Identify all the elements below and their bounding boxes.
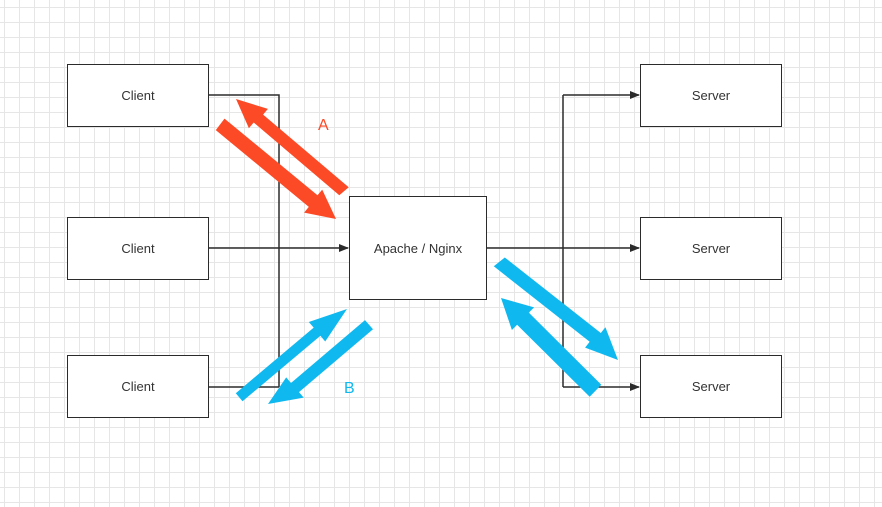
connector-client-1 (208, 94, 280, 387)
proxy-box: Apache / Nginx (349, 196, 487, 300)
client-label: Client (121, 241, 155, 256)
flow-a-label: A (318, 117, 329, 134)
flow-b-label: B (344, 380, 355, 397)
server-box-3: Server (640, 355, 782, 418)
flow-a-arrow-response (236, 99, 349, 196)
client-box-1: Client (67, 64, 209, 127)
server-connectors (486, 91, 640, 391)
server-label: Server (691, 241, 731, 256)
flow-a-arrows (215, 99, 349, 219)
flow-b-arrow-response (268, 320, 373, 404)
server-box-1: Server (640, 64, 782, 127)
server-box-2: Server (640, 217, 782, 280)
proxy-label: Apache / Nginx (373, 240, 463, 256)
client-label: Client (121, 379, 155, 394)
flow-a-arrow-request (215, 118, 336, 219)
client-label: Client (121, 88, 155, 103)
flow-b-arrow-request (235, 309, 347, 402)
flow-b-arrows (235, 257, 618, 404)
flow-b-arrow-forward (493, 257, 618, 360)
client-box-2: Client (67, 217, 209, 280)
flow-b-arrow-return (501, 298, 602, 397)
server-label: Server (691, 88, 731, 103)
server-label: Server (691, 379, 731, 394)
client-box-3: Client (67, 355, 209, 418)
